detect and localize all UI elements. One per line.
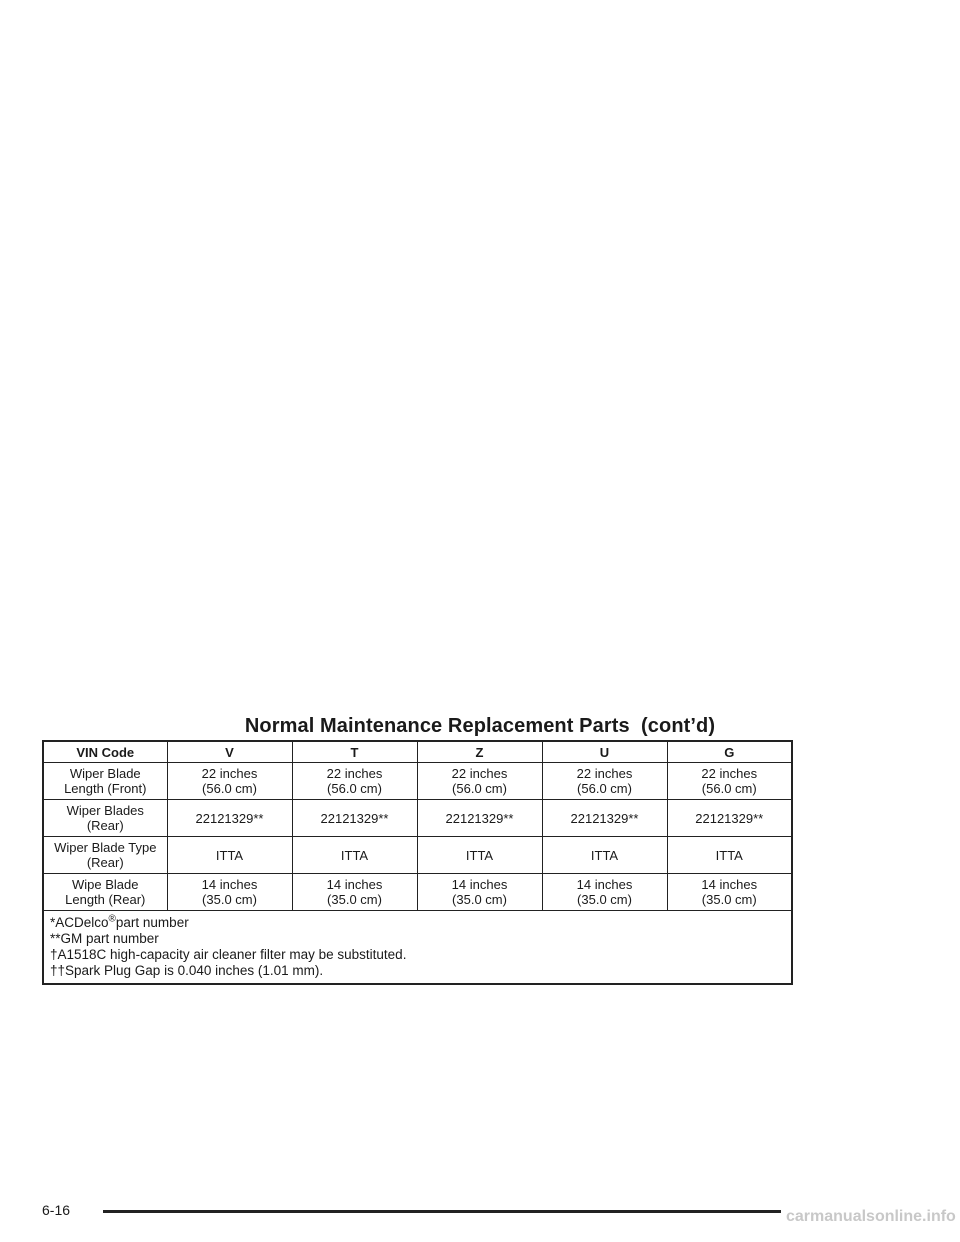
table-cell: ITTA (541, 836, 668, 874)
table-cell: 14 inches (35.0 cm) (416, 873, 543, 911)
cell-line: 14 inches (326, 877, 383, 892)
row-label-line: (Rear) (86, 818, 124, 833)
table-cell: 22121329** (416, 799, 543, 837)
cell-line: 22 inches (326, 766, 383, 781)
note-spark-plug: ††Spark Plug Gap is 0.040 inches (1.01 m… (50, 963, 324, 978)
row-label-line: (Rear) (86, 855, 124, 870)
cell-line: (35.0 cm) (327, 892, 382, 907)
cell-line: 14 inches (201, 877, 258, 892)
note-acdelco-prefix: *ACDelco (50, 915, 109, 930)
page-title: Normal Maintenance Replacement Parts (co… (244, 715, 716, 737)
column-header: U (541, 740, 668, 763)
table-cell: 22 inches (56.0 cm) (666, 762, 793, 800)
table-cell: 14 inches (35.0 cm) (666, 873, 793, 911)
row-label-line: Wiper Blades (66, 803, 144, 818)
row-label-line: Wiper Blade (69, 766, 141, 781)
cell-line: (35.0 cm) (577, 892, 632, 907)
table-cell: ITTA (291, 836, 418, 874)
table-row: Wipe Blade Length (Rear) 14 inches (35.0… (42, 873, 793, 911)
row-label: Wipe Blade Length (Rear) (42, 873, 168, 911)
cell-line: 14 inches (701, 877, 758, 892)
note-air-filter: †A1518C high-capacity air cleaner filter… (50, 947, 407, 962)
table-row: Wiper Blades (Rear) 22121329** 22121329*… (42, 799, 793, 837)
note-acdelco-suffix: part number (115, 915, 189, 930)
cell-line: (35.0 cm) (202, 892, 257, 907)
note-acdelco: *ACDelco®part number (50, 913, 786, 931)
cell-line: 22 inches (201, 766, 258, 781)
watermark: carmanualsonline.info (786, 1208, 956, 1225)
table-cell: 22 inches (56.0 cm) (166, 762, 293, 800)
row-label: Wiper Blade Length (Front) (42, 762, 168, 800)
table-cell: 14 inches (35.0 cm) (291, 873, 418, 911)
column-header: G (666, 740, 793, 763)
cell-line: 14 inches (576, 877, 633, 892)
footer-rule (103, 1210, 781, 1213)
cell-line: (56.0 cm) (452, 781, 507, 796)
table-cell: 22121329** (666, 799, 793, 837)
table-row: Wiper Blade Type (Rear) ITTA ITTA ITTA I… (42, 836, 793, 874)
replacement-parts-table: VIN Code V T Z U G Wiper Blade Length (F… (42, 740, 793, 985)
table-cell: 22121329** (166, 799, 293, 837)
row-label-line: Wipe Blade (72, 877, 139, 892)
row-label-line: Length (Rear) (65, 892, 146, 907)
cell-line: (35.0 cm) (701, 892, 757, 907)
row-label-line: Wiper Blade Type (54, 840, 157, 855)
row-label-line: Length (Front) (64, 781, 147, 796)
table-cell: 22 inches (56.0 cm) (291, 762, 418, 800)
table-cell: 22121329** (291, 799, 418, 837)
table-cell: 22 inches (56.0 cm) (416, 762, 543, 800)
cell-line: 22 inches (701, 766, 758, 781)
cell-line: (56.0 cm) (701, 781, 757, 796)
page-number: 6-16 (42, 1202, 71, 1218)
column-header: T (291, 740, 418, 763)
table-notes: *ACDelco®part number **GM part number †A… (42, 910, 793, 985)
table-cell: 22121329** (541, 799, 668, 837)
cell-line: 14 inches (451, 877, 508, 892)
row-label: Wiper Blade Type (Rear) (42, 836, 168, 874)
registered-mark: ® (108, 913, 116, 925)
table-cell: ITTA (416, 836, 543, 874)
table-row: Wiper Blade Length (Front) 22 inches (56… (42, 762, 793, 800)
cell-line: 22 inches (576, 766, 633, 781)
table-notes-row: *ACDelco®part number **GM part number †A… (42, 910, 793, 985)
column-header: VIN Code (42, 740, 168, 763)
table-cell: ITTA (666, 836, 793, 874)
column-header: V (166, 740, 293, 763)
table-cell: 14 inches (35.0 cm) (541, 873, 668, 911)
table-cell: 22 inches (56.0 cm) (541, 762, 668, 800)
cell-line: (35.0 cm) (452, 892, 507, 907)
column-header: Z (416, 740, 543, 763)
table-header-row: VIN Code V T Z U G (42, 740, 793, 763)
cell-line: 22 inches (451, 766, 508, 781)
row-label: Wiper Blades (Rear) (42, 799, 168, 837)
cell-line: (56.0 cm) (577, 781, 632, 796)
table-cell: 14 inches (35.0 cm) (166, 873, 293, 911)
cell-line: (56.0 cm) (327, 781, 382, 796)
note-gm: **GM part number (50, 931, 159, 946)
table-cell: ITTA (166, 836, 293, 874)
cell-line: (56.0 cm) (202, 781, 257, 796)
